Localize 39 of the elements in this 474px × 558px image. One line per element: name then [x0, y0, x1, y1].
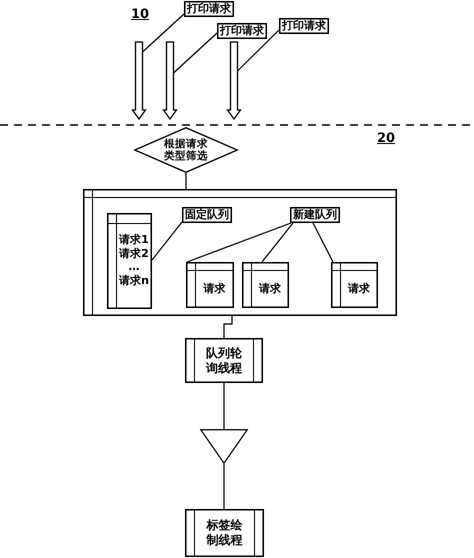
callout-label: 打印请求 [279, 18, 329, 34]
leader-line [142, 14, 184, 52]
callout-label: 新建队列 [290, 207, 340, 223]
callout-label: 打印请求 [217, 23, 267, 39]
hollow-arrow [162, 41, 178, 120]
process-box [185, 338, 263, 383]
request-box [186, 262, 234, 308]
hollow-arrow [131, 41, 147, 120]
queue-item-label: 请求n [119, 274, 149, 287]
reference-numeral: 20 [377, 131, 396, 146]
queue-item-label: … [128, 260, 140, 274]
queue-item-label: 请求2 [119, 246, 149, 260]
process-box [185, 509, 264, 557]
leader-line [262, 222, 294, 262]
connector-line [223, 316, 233, 338]
process-label: 标签绘制线程 [205, 518, 244, 548]
callout-label: 固定队列 [182, 207, 232, 223]
leader-line [186, 222, 292, 263]
callout-label: 打印请求 [184, 1, 234, 17]
leader-line [152, 222, 182, 260]
decision-label: 根据请求类型筛选 [163, 138, 209, 162]
process-label: 队列轮询线程 [204, 346, 243, 376]
leader-line [237, 30, 280, 72]
hollow-arrow [226, 41, 242, 120]
connector-line [185, 173, 187, 189]
leader-line [312, 222, 334, 262]
window-frame [83, 189, 397, 316]
queue-box [107, 213, 152, 309]
leader-line [173, 32, 218, 74]
reference-numeral: 10 [131, 7, 150, 22]
request-label: 请求 [204, 282, 226, 296]
request-box [331, 262, 378, 308]
triangle-symbol [200, 429, 248, 464]
request-label: 请求 [259, 282, 281, 296]
connector-line [223, 383, 225, 429]
connector-line [223, 464, 225, 509]
queue-item-label: 请求1 [119, 233, 149, 246]
request-label: 请求 [348, 282, 370, 296]
request-box [242, 262, 289, 308]
